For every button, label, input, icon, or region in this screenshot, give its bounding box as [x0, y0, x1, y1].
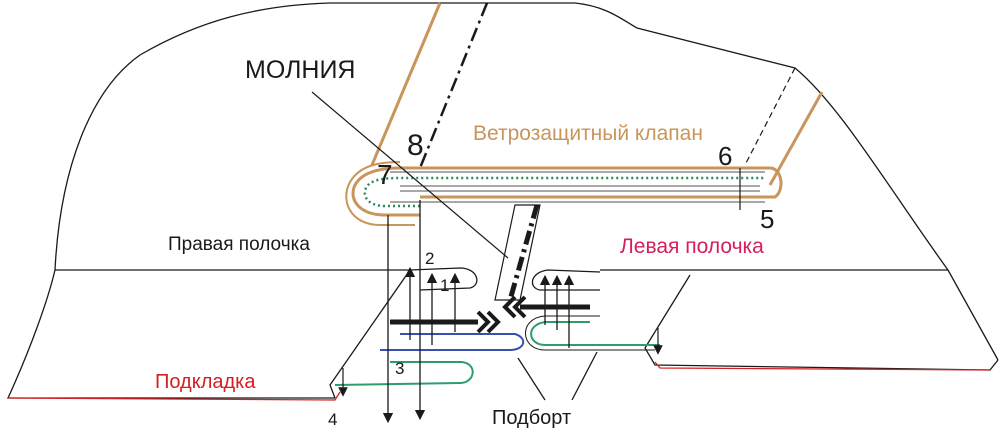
number-4: 4 — [328, 410, 337, 429]
wind-flap-loop — [351, 166, 783, 217]
wind-flap-stitch — [363, 176, 765, 208]
right-front-lower-outline — [329, 269, 411, 399]
label-facing: Подборт — [492, 407, 571, 429]
facing-black-left — [525, 315, 655, 351]
label-left-front: Левая полочка — [620, 235, 764, 258]
zipper-teeth — [507, 204, 540, 301]
left-front-lower-outline — [644, 274, 999, 371]
number-8: 8 — [407, 129, 424, 162]
number-6: 6 — [718, 141, 732, 171]
facing-green-right — [334, 361, 474, 386]
wind-flap-outer-black — [390, 171, 765, 203]
label-wind-flap: Ветрозащитный клапан — [473, 122, 703, 145]
dashed-center-right — [418, 2, 489, 169]
label-lining: Подкладка — [155, 371, 256, 393]
left-facing-tab — [531, 269, 601, 291]
number-5: 5 — [760, 204, 774, 234]
wind-flap-inner — [345, 161, 415, 226]
dashed-center-left — [744, 67, 796, 166]
number-3: 3 — [395, 359, 404, 378]
zipper-chevron-left — [502, 295, 527, 319]
number-2: 2 — [425, 249, 434, 268]
right-facing-tab — [409, 267, 478, 291]
label-zipper: МОЛНИЯ — [245, 56, 355, 84]
garment-left-edge — [6, 269, 335, 399]
facing-pointer-1 — [517, 357, 546, 401]
number-1: 1 — [440, 276, 449, 295]
garment-outline — [54, 2, 999, 361]
lining-red-right — [654, 361, 991, 371]
facing-pointer-2 — [571, 351, 598, 401]
wind-flap-inner-line — [400, 185, 760, 192]
lining-red-left — [7, 391, 341, 401]
wind-flap-strip-right — [768, 91, 824, 186]
zipper-chevron-right — [476, 310, 501, 334]
zipper-pointer-line — [311, 91, 509, 259]
number-7: 7 — [377, 159, 393, 190]
wind-flap-strip-left — [370, 2, 442, 166]
facing-blue — [380, 333, 525, 351]
label-right-front: Правая полочка — [168, 234, 310, 255]
facing-green-left — [530, 321, 660, 346]
